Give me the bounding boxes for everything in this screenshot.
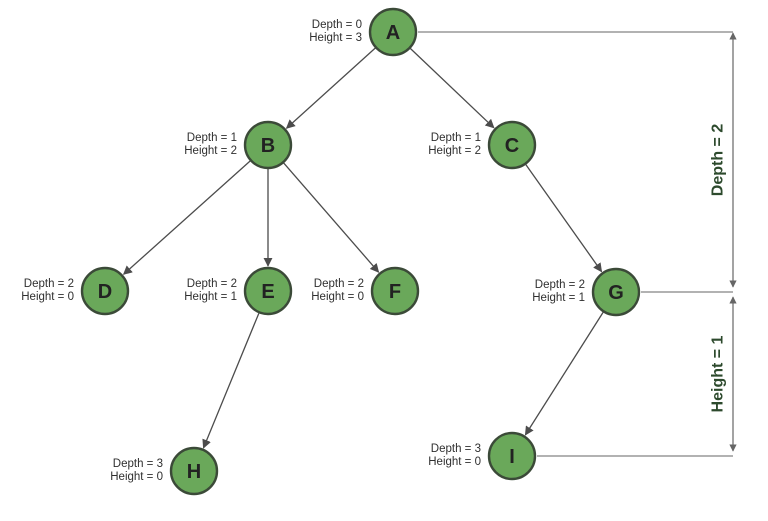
edge-A-B: [285, 47, 376, 129]
node-B-letter: B: [261, 135, 275, 157]
node-I-annotation-line2: Height = 0: [428, 456, 481, 468]
node-H-circle: [169, 446, 219, 496]
node-E-circle: [243, 266, 293, 316]
node-F-annotation-line2: Height = 0: [311, 291, 364, 303]
node-D-circle: [80, 266, 130, 316]
node-D-letter: D: [98, 281, 112, 303]
edge-C-G: [525, 164, 603, 273]
edge-A-C: [409, 48, 495, 129]
edge-B-D: [122, 160, 251, 275]
node-E-annotation-line2: Height = 1: [184, 291, 237, 303]
dimension-label-depth-2: Depth = 2: [710, 124, 727, 197]
node-A-annotation-line1: Depth = 0: [312, 19, 362, 31]
edge-G-I: [524, 311, 604, 436]
node-B-annotation-line2: Height = 2: [184, 145, 237, 157]
edge-E-H: [202, 312, 260, 449]
node-B-annotation-line1: Depth = 1: [187, 132, 237, 144]
node-I-circle: [487, 431, 537, 481]
node-A-letter: A: [386, 22, 400, 44]
node-H-annotation-line2: Height = 0: [110, 471, 163, 483]
node-B-circle: [243, 120, 293, 170]
node-H-annotation-line1: Depth = 3: [113, 458, 163, 470]
node-G-letter: G: [608, 282, 624, 304]
node-I-letter: I: [509, 446, 515, 468]
node-E-annotation-line1: Depth = 2: [187, 278, 237, 290]
node-F-letter: F: [389, 281, 401, 303]
edge-B-F: [283, 162, 380, 273]
node-D-annotation-line2: Height = 0: [21, 291, 74, 303]
node-F-circle: [370, 266, 420, 316]
node-A-annotation-line2: Height = 3: [309, 32, 362, 44]
node-H-letter: H: [187, 461, 201, 483]
node-G-annotation-line1: Depth = 2: [535, 279, 585, 291]
node-E-letter: E: [261, 281, 274, 303]
node-G-annotation-line2: Height = 1: [532, 292, 585, 304]
node-D-annotation-line1: Depth = 2: [24, 278, 74, 290]
node-C-letter: C: [505, 135, 519, 157]
node-C-annotation-line1: Depth = 1: [431, 132, 481, 144]
node-G-circle: [591, 267, 641, 317]
node-I-annotation-line1: Depth = 3: [431, 443, 481, 455]
node-C-annotation-line2: Height = 2: [428, 145, 481, 157]
node-F-annotation-line1: Depth = 2: [314, 278, 364, 290]
node-A-circle: [368, 7, 418, 57]
dimension-label-height-1: Height = 1: [710, 335, 727, 412]
node-C-circle: [487, 120, 537, 170]
